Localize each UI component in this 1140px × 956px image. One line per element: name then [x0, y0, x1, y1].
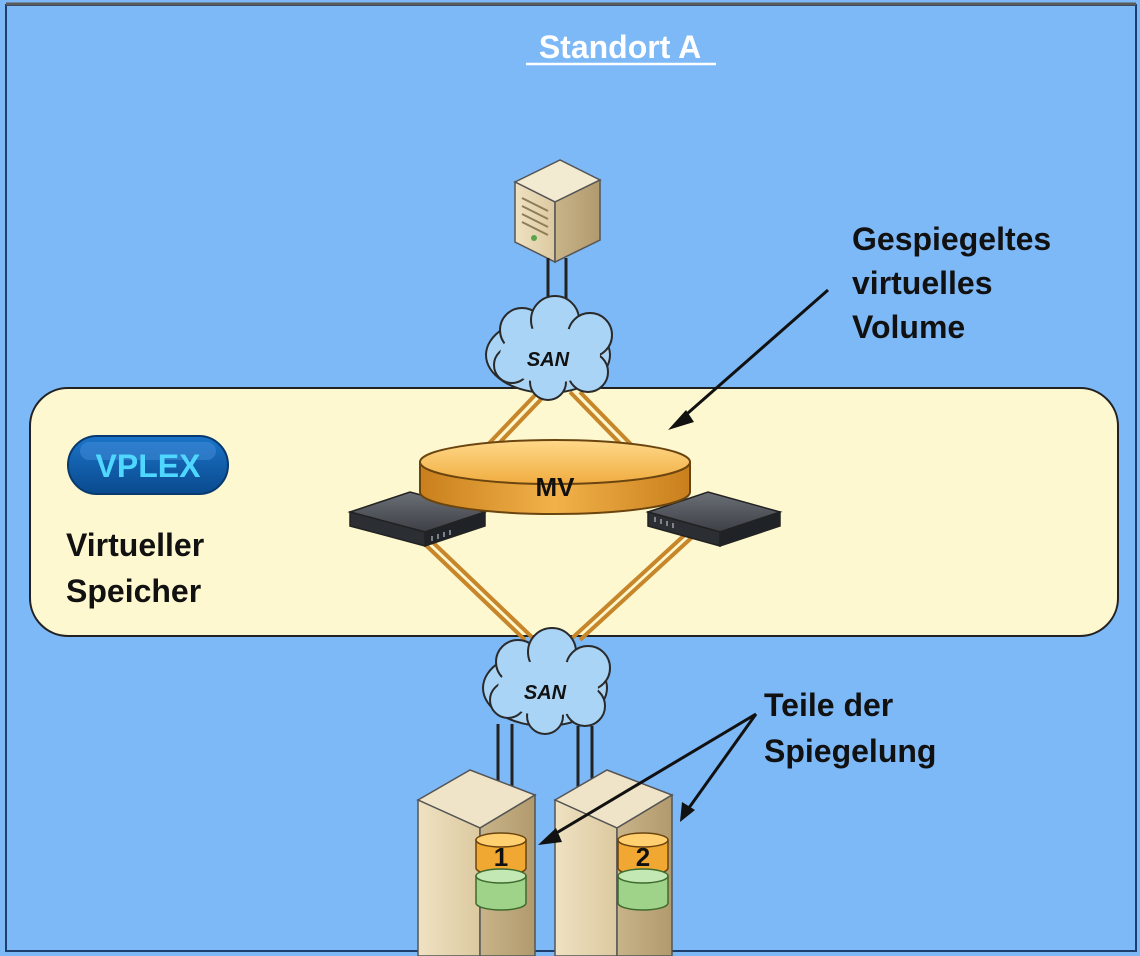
mirror-legs-line-1: Teile der [764, 687, 893, 723]
san-links-lower [408, 528, 702, 642]
mirrored-volume-line-3: Volume [852, 309, 965, 345]
mirror-legs-arrows [538, 712, 758, 845]
virtual-storage-line-1: Virtueller [66, 527, 204, 563]
mirrored-volume-label: Gespiegeltes virtuelles Volume [852, 221, 1060, 345]
site-title: Standort A [539, 29, 701, 65]
leg-1-label: 1 [494, 842, 508, 872]
vplex-badge-text: VPLEX [96, 448, 202, 484]
mirror-leg-1-drive [475, 832, 527, 911]
mirrored-volume-line-2: virtuelles [852, 265, 993, 301]
volume-label: MV [536, 472, 576, 502]
mirrored-volume-arrow [668, 288, 829, 430]
mirror-legs-line-2: Spiegelung [764, 733, 936, 769]
server-cables [546, 258, 568, 300]
vplex-engine-right-icon [645, 491, 783, 548]
mirrored-volume-disk [419, 439, 691, 515]
san-cloud-top-icon [485, 295, 613, 401]
virtual-storage-label: Virtueller Speicher [66, 527, 213, 609]
mirror-leg-2-drive [617, 832, 669, 911]
san-cloud-bottom-icon [482, 627, 611, 735]
san-top-label: SAN [527, 349, 570, 371]
virtual-storage-line-2: Speicher [66, 573, 201, 609]
mirrored-volume-line-1: Gespiegeltes [852, 221, 1051, 257]
vplex-logo [67, 435, 229, 495]
leg-2-label: 2 [636, 842, 650, 872]
vplex-engine-left-icon [347, 491, 488, 548]
host-server-icon [513, 159, 602, 264]
storage-cables [496, 724, 594, 792]
mirror-legs-label: Teile der Spiegelung [764, 687, 936, 769]
san-bottom-label: SAN [524, 682, 567, 704]
